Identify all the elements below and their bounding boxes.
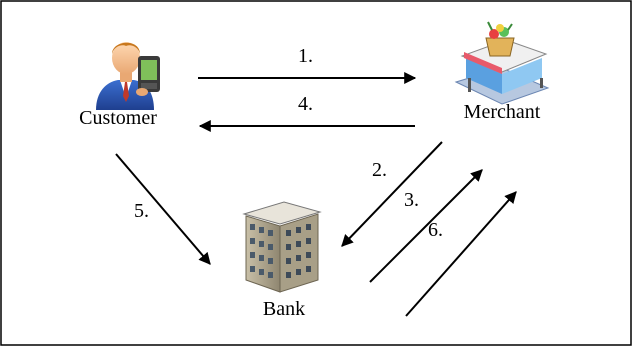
person-with-pda-icon bbox=[96, 42, 160, 110]
step-label-4: 4. bbox=[298, 93, 313, 115]
arrow-step-3 bbox=[369, 169, 483, 283]
step-label-2: 2. bbox=[372, 159, 387, 181]
step-label-3: 3. bbox=[404, 189, 419, 211]
arrow-step-6 bbox=[405, 191, 517, 317]
arrow-step-5 bbox=[115, 153, 211, 265]
shop-building-icon bbox=[454, 21, 550, 105]
arrow-step-2 bbox=[341, 141, 443, 247]
office-building-icon bbox=[242, 201, 322, 293]
customer-label: Customer bbox=[79, 107, 157, 129]
merchant-label: Merchant bbox=[464, 101, 541, 123]
bank-label: Bank bbox=[263, 298, 305, 320]
step-label-5: 5. bbox=[134, 200, 149, 222]
step-label-6: 6. bbox=[428, 219, 443, 241]
step-label-1: 1. bbox=[298, 45, 313, 67]
